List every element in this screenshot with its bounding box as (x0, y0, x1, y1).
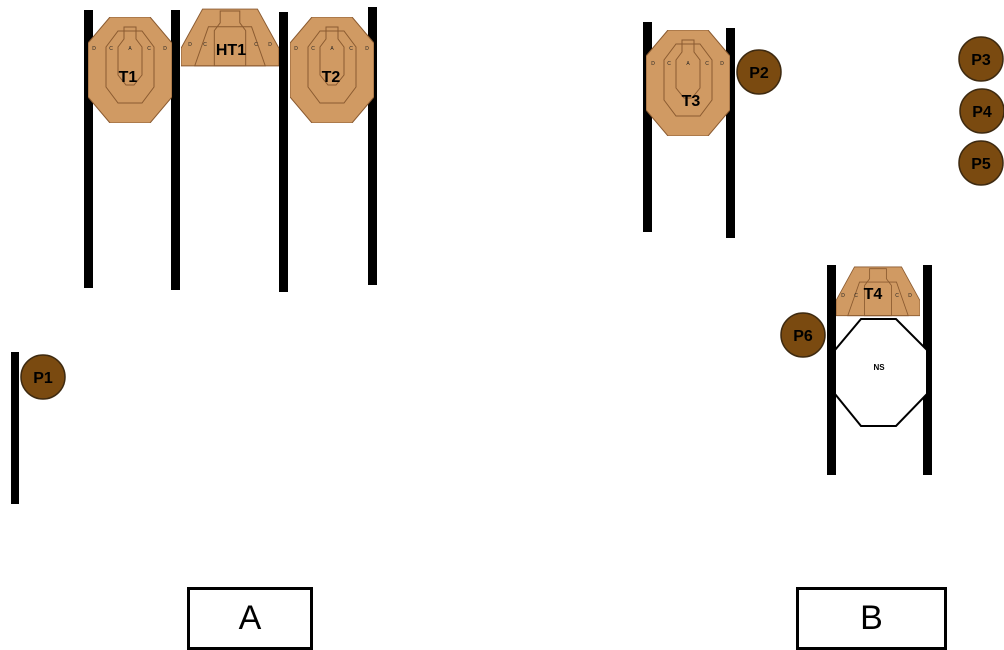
popper-label: P5 (971, 156, 991, 173)
zone-letter: C (705, 61, 709, 67)
zone-letter: D (294, 46, 298, 52)
wall (84, 10, 93, 288)
zone-letter: C (203, 42, 207, 48)
target-label: T1 (119, 69, 138, 86)
zone-letter: D (188, 42, 192, 48)
zone-letter: D (163, 46, 167, 52)
wall (368, 7, 377, 285)
zone-letter: C (854, 293, 858, 299)
shooting-position-b: B (796, 587, 947, 650)
zone-letter: D (908, 293, 912, 299)
zone-letter: A (686, 61, 690, 67)
zone-letter: C (109, 46, 113, 52)
target-label: T4 (864, 286, 883, 303)
zone-letter: C (254, 42, 258, 48)
popper-label: P1 (33, 370, 53, 387)
popper-p2: P2 (736, 49, 782, 95)
popper-label: P2 (749, 65, 769, 82)
target-t3: D C A C D T3 (646, 30, 730, 136)
popper-p5: P5 (958, 140, 1004, 186)
popper-p3: P3 (958, 36, 1004, 82)
target-ht1: D C C D HT1 (181, 8, 279, 67)
target-t1: D C A C D T1 (88, 17, 172, 123)
wall (726, 28, 735, 238)
wall (827, 265, 836, 475)
zone-letter: D (720, 61, 724, 67)
zone-letter: D (651, 61, 655, 67)
zone-letter: C (147, 46, 151, 52)
target-t4: D C C D T4 (836, 266, 920, 317)
zone-letter: A (128, 46, 132, 52)
zone-letter: C (349, 46, 353, 52)
popper-label: P3 (971, 52, 991, 69)
zone-letter: D (365, 46, 369, 52)
target-label: T3 (682, 93, 701, 110)
zone-letter: D (268, 42, 272, 48)
target-label: T2 (322, 69, 341, 86)
zone-letter: C (895, 293, 899, 299)
popper-label: P6 (793, 328, 813, 345)
zone-letter: C (311, 46, 315, 52)
shooting-position-a: A (187, 587, 313, 650)
no-shoot-target: NS (834, 318, 928, 427)
zone-letter: D (841, 293, 845, 299)
target-t2: D C A C D T2 (290, 17, 374, 123)
popper-p6: P6 (780, 312, 826, 358)
popper-label: P4 (972, 104, 992, 121)
zone-letter: C (667, 61, 671, 67)
zone-letter: A (330, 46, 334, 52)
zone-letter: D (92, 46, 96, 52)
popper-p4: P4 (959, 88, 1004, 134)
wall (171, 10, 180, 290)
wall (643, 22, 652, 232)
wall (279, 12, 288, 292)
popper-p1: P1 (20, 354, 66, 400)
target-label: HT1 (216, 42, 246, 59)
wall (11, 352, 19, 504)
no-shoot-label: NS (873, 363, 885, 372)
